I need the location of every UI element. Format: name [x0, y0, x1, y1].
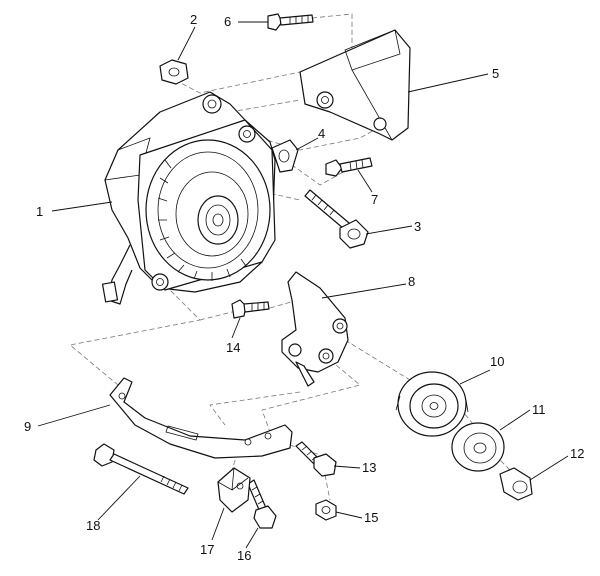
lower-bracket-part	[281, 271, 349, 387]
callout-8: 8	[408, 274, 415, 289]
callout-15: 15	[364, 510, 378, 525]
bolt-part	[247, 479, 277, 529]
callout-3: 3	[414, 219, 421, 234]
bolt-part	[325, 157, 373, 177]
upper-bracket-part	[299, 29, 411, 141]
nut-part	[315, 499, 337, 521]
callout-10: 10	[490, 354, 504, 369]
bolt-part	[267, 13, 314, 31]
bolt-part	[295, 441, 337, 477]
pulley-part	[395, 371, 469, 437]
callout-14: 14	[226, 340, 240, 355]
long-bolt-part	[304, 189, 369, 249]
alternator-part	[101, 91, 276, 305]
washer-part	[451, 422, 505, 472]
callout-12: 12	[570, 446, 584, 461]
callout-16: 16	[237, 548, 251, 563]
long-bolt-part	[93, 443, 189, 495]
strap-part	[109, 377, 293, 459]
clamp-block-part	[217, 467, 251, 513]
clip-part	[271, 139, 299, 173]
bolt-part	[231, 299, 270, 319]
callout-4: 4	[318, 126, 325, 141]
callout-5: 5	[492, 66, 499, 81]
callout-2: 2	[190, 12, 197, 27]
callout-labels: 2 6 5 4 7 3 1 8 10 11 12 14 9 13 15 16 1…	[24, 12, 584, 563]
callout-17: 17	[200, 542, 214, 557]
callout-9: 9	[24, 419, 31, 434]
callout-18: 18	[86, 518, 100, 533]
callout-1: 1	[36, 204, 43, 219]
pulley-bolt-part	[499, 467, 533, 501]
callout-11: 11	[532, 402, 546, 417]
callout-6: 6	[224, 14, 231, 29]
nut-part	[159, 59, 189, 85]
callout-leader-lines	[37, 21, 569, 549]
callout-13: 13	[362, 460, 376, 475]
callout-7: 7	[371, 192, 378, 207]
